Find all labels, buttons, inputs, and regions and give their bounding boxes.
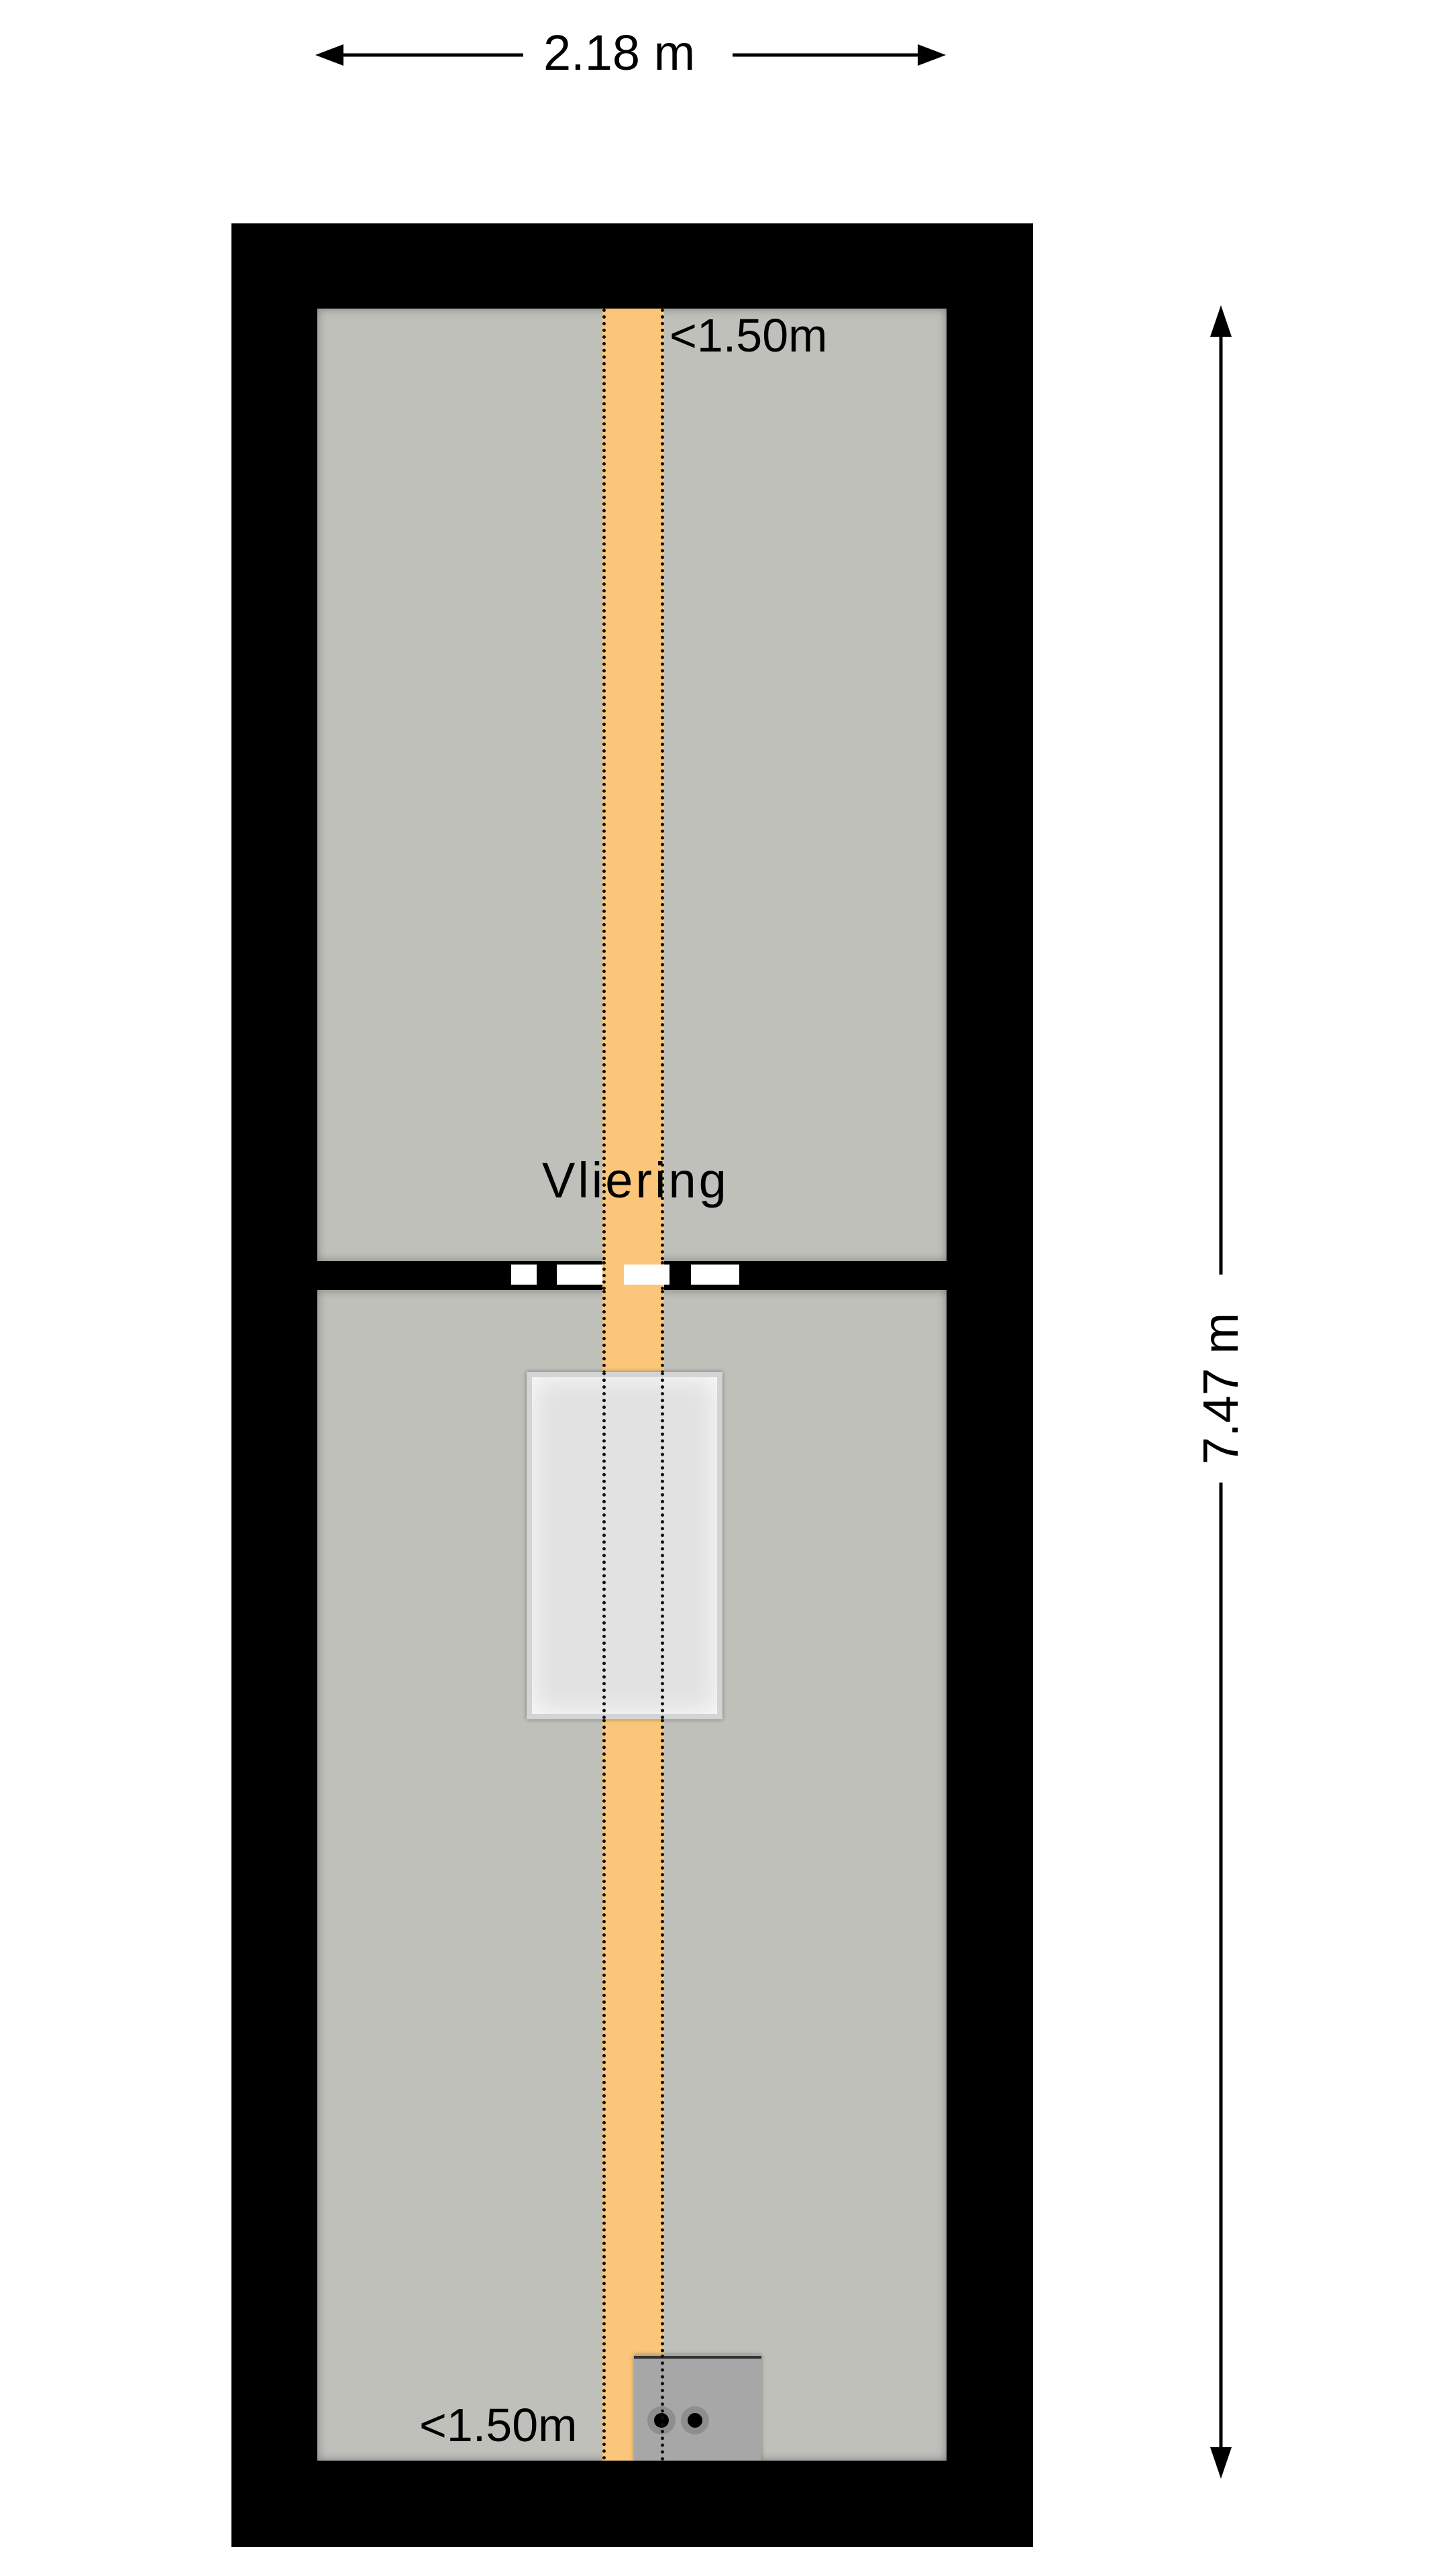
door-segment-3 bbox=[624, 1265, 669, 1285]
low-height-label-top: <1.50m bbox=[669, 309, 828, 362]
low-height-strip-upper bbox=[602, 309, 664, 1261]
width-dimension bbox=[315, 44, 946, 66]
hatch-dotted-lines bbox=[602, 1372, 664, 1719]
height-arrow-bottom bbox=[1210, 2447, 1232, 2479]
vent-pipe-right bbox=[688, 2413, 702, 2428]
width-dimension-label: 2.18 m bbox=[543, 25, 696, 80]
low-height-label-bottom: <1.50m bbox=[419, 2399, 578, 2451]
chimney-dotted-line bbox=[661, 2355, 664, 2461]
door-segment-1 bbox=[511, 1265, 537, 1285]
roof-hatch bbox=[527, 1372, 722, 1719]
door-segment-2 bbox=[557, 1265, 602, 1285]
width-arrow-left bbox=[315, 44, 343, 66]
chimney-edge-line bbox=[634, 2356, 761, 2359]
height-arrow-top bbox=[1210, 305, 1232, 337]
width-arrow-right bbox=[918, 44, 946, 66]
height-dimension-label: 7.47 m bbox=[1193, 1312, 1248, 1465]
chimney bbox=[634, 2355, 761, 2461]
door-segment-4 bbox=[691, 1265, 739, 1285]
height-dimension bbox=[1210, 305, 1232, 2479]
room-name-label: Vliering bbox=[542, 1152, 729, 1208]
